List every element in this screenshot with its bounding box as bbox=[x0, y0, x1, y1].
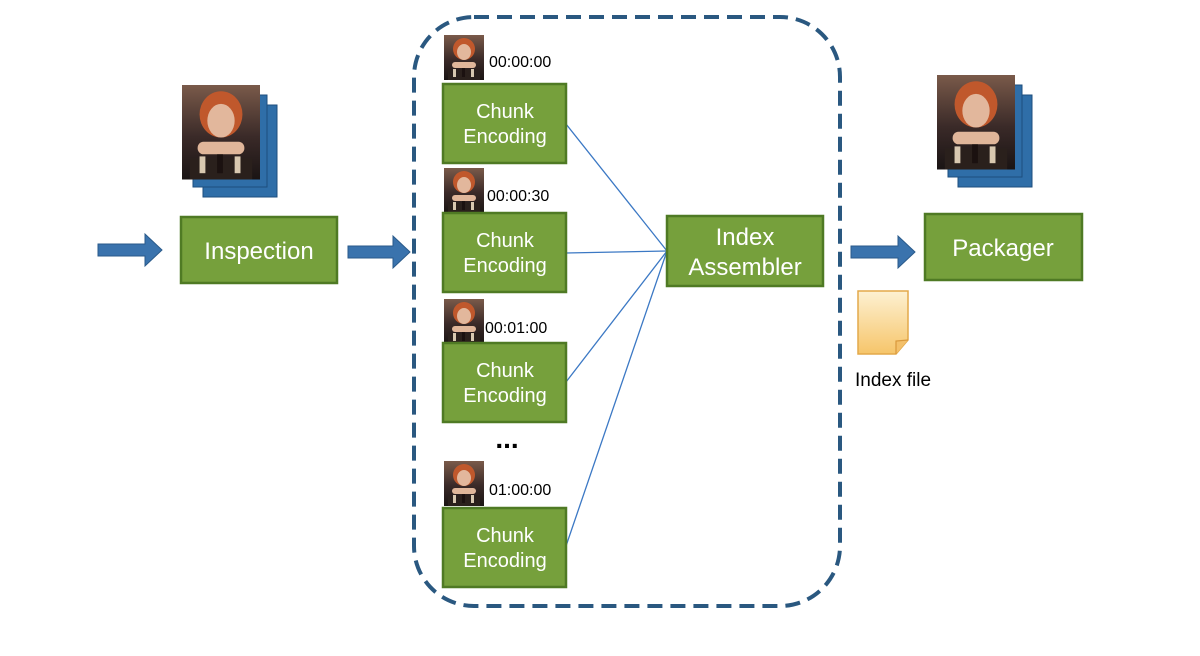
chunk-label-line2: Encoding bbox=[463, 550, 546, 572]
chunk-timestamp: 01:00:00 bbox=[489, 482, 551, 499]
chunk-timestamp: 00:01:00 bbox=[485, 320, 547, 337]
chunk-label-line2: Encoding bbox=[463, 255, 546, 277]
inspection-label: Inspection bbox=[204, 238, 313, 265]
index-assembler-label-line2: Assembler bbox=[688, 254, 801, 281]
output-video-frames bbox=[937, 75, 1033, 188]
packager-label: Packager bbox=[952, 235, 1053, 262]
index-assembler-label-line1: Index bbox=[716, 224, 775, 251]
more-chunks-ellipsis: ... bbox=[495, 423, 518, 454]
chunk-label-line1: Chunk bbox=[476, 360, 535, 382]
chunk-label-line1: Chunk bbox=[476, 525, 535, 547]
chunk-label-line1: Chunk bbox=[476, 101, 535, 123]
source-video-frames bbox=[182, 85, 278, 198]
chunk-encoding-4: 01:00:00 Chunk Encoding bbox=[441, 461, 568, 589]
chunk-connectors bbox=[565, 123, 668, 547]
arrow-to-encoding bbox=[347, 234, 411, 270]
chunk-encoding-2: 00:00:30 Chunk Encoding bbox=[441, 168, 568, 294]
chunk-encoding-3: 00:01:00 Chunk Encoding bbox=[441, 299, 568, 424]
input-arrow bbox=[97, 232, 163, 268]
encoding-group-border bbox=[412, 15, 842, 608]
packager-box: Packager bbox=[923, 212, 1084, 282]
inspection-box: Inspection bbox=[179, 215, 339, 285]
index-assembler-box: Index Assembler bbox=[665, 214, 825, 288]
chunk-timestamp: 00:00:00 bbox=[489, 54, 551, 71]
chunk-timestamp: 00:00:30 bbox=[487, 188, 549, 205]
arrow-to-packager bbox=[850, 234, 916, 270]
chunk-label-line2: Encoding bbox=[463, 385, 546, 407]
chunk-encoding-1: 00:00:00 Chunk Encoding bbox=[441, 35, 568, 165]
chunk-label-line1: Chunk bbox=[476, 230, 535, 252]
index-file-label: Index file bbox=[855, 370, 931, 391]
index-file-icon bbox=[857, 290, 909, 355]
chunk-label-line2: Encoding bbox=[463, 126, 546, 148]
